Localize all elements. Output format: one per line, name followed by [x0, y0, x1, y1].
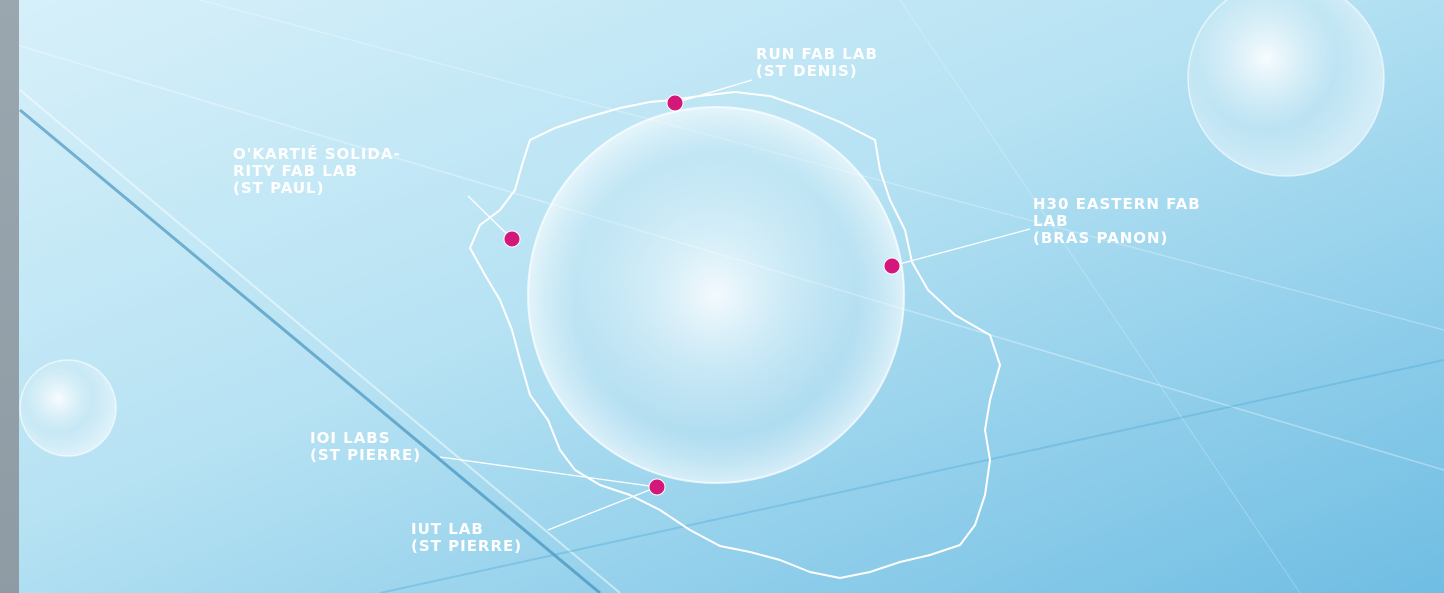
- marker-st-pierre[interactable]: [648, 478, 666, 496]
- leader-iut: [547, 486, 658, 531]
- island-outline: [469, 91, 1001, 579]
- label-iut-lab: IUT Lab (St Pierre): [411, 520, 523, 555]
- leader-okartie: [467, 195, 513, 240]
- leader-h30: [891, 228, 1031, 267]
- marker-h30[interactable]: [883, 257, 901, 275]
- label-h30: H30 Eastern Fab Lab (Bras Panon): [1033, 195, 1201, 247]
- page-edge-strip: [0, 0, 19, 593]
- leader-ioi: [439, 456, 658, 488]
- label-okartie: O'Kartié Solida- rity Fab Lab (St Paul): [233, 145, 401, 197]
- marker-okartie[interactable]: [503, 230, 521, 248]
- leader-run-fab-lab: [674, 79, 753, 104]
- marker-run-fab-lab[interactable]: [666, 94, 684, 112]
- label-run-fab-lab: Run Fab Lab (St Denis): [756, 45, 878, 80]
- label-ioi-labs: IOI Labs (St Pierre): [310, 429, 422, 464]
